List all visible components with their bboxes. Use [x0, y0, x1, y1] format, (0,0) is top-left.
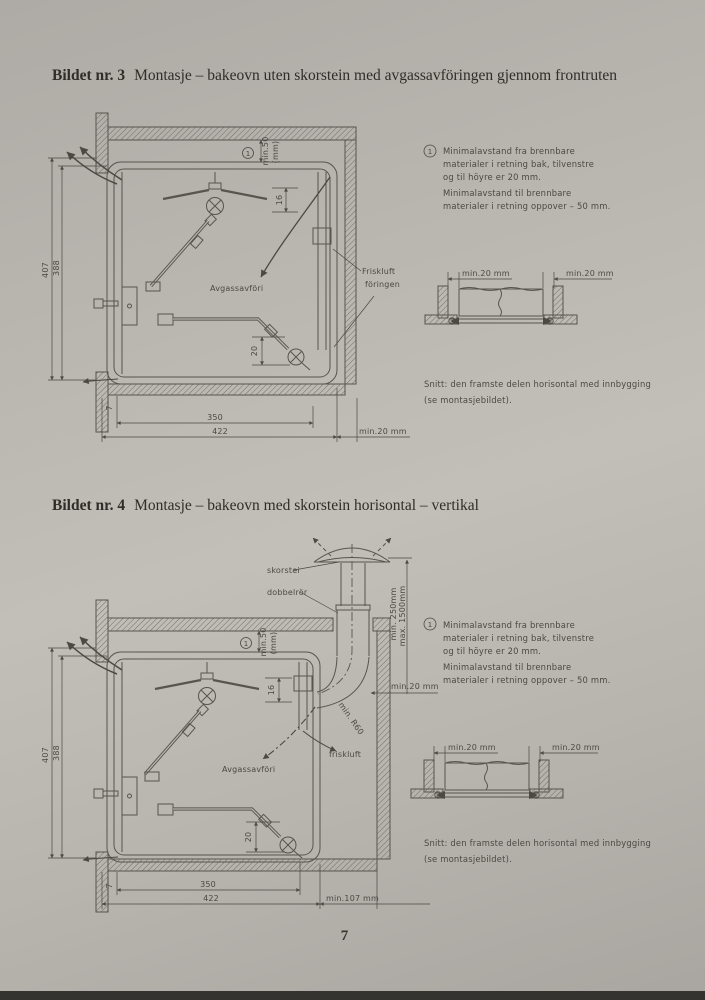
fig4-flue-centerline: [317, 544, 353, 695]
fig3-dim-marker: 1: [242, 147, 254, 159]
scan-edge-shadow: [0, 991, 705, 1000]
fig4-dim-min50: min.50: [259, 627, 268, 656]
fig4-dim-min250: min. 250mm: [389, 587, 398, 640]
figure3-title: Bildet nr. 3 Montasje – bakeovn uten skor…: [52, 67, 617, 85]
fig3-cables: [66, 146, 123, 384]
fig4-note-line2: materialer i retning bak, tilvenstre: [443, 633, 594, 643]
fig4-valve-icon: [198, 687, 216, 705]
page-number: 7: [340, 928, 349, 944]
fig4-section-caption-2: (se montasjebildet).: [424, 854, 512, 864]
fig3-dim-407: 407: [41, 262, 50, 278]
fig3-dim-422: 422: [212, 427, 228, 436]
fig3-dim-16: 16: [275, 195, 284, 206]
fig4-note-line5: materialer i retning oppover – 50 mm.: [443, 675, 610, 685]
fig4-label-friskluft: friskluft: [329, 750, 361, 759]
fig4-cross-section: min.20 mm min.20 mm Snitt: den framste d…: [410, 743, 651, 864]
fig4-screw-icon: [529, 791, 538, 799]
fig3-dim-388: 388: [52, 260, 61, 276]
fig3-dimension-labels: 407 388 min.50 (mm) 16 20 7 350 422 min.…: [41, 136, 407, 436]
fig4-cables: [66, 636, 123, 862]
fig3-burner-assembly: [93, 172, 332, 371]
fig4-label-dobbelror: dobbelrör: [267, 588, 308, 597]
fig3-section-min20-left: min.20 mm: [462, 269, 510, 278]
figure4-title-label: Bildet nr. 4: [52, 497, 126, 514]
fig4-dim-min107: min.107 mm: [326, 894, 379, 903]
fig3-cross-section: min.20 mm min.20 mm Snitt: den framste d…: [424, 269, 651, 405]
fig4-dim-7: 7: [105, 883, 114, 888]
fig3-oven-outline: [106, 161, 338, 385]
figure4-drawing: 407 388 min.50 (mm) 16 20 7 350 422 min.…: [41, 537, 651, 913]
figure3-drawing: 407 388 min.50 (mm) 16 20 7 350 422 min.…: [41, 112, 651, 442]
fig3-label-friskluft-1: Friskluft: [362, 267, 395, 276]
fig4-section-min20-left: min.20 mm: [448, 743, 496, 752]
figure3-title-text: Montasje – bakeovn uten skorstein med av…: [134, 67, 618, 84]
fig3-component-labels: Avgassavföri Friskluft föringen: [210, 267, 400, 293]
fig4-dim-16: 16: [267, 685, 276, 696]
fig3-note-line3: og til höyre er 20 mm.: [443, 172, 541, 182]
fig4-section-caption-1: Snitt: den framste delen horisontal med …: [424, 838, 651, 848]
fig3-note: 1 Minimalavstand fra brennbare materiale…: [423, 144, 610, 211]
fig3-note-line5: materialer i retning oppover – 50 mm.: [443, 201, 610, 211]
fig4-leader-lines: [262, 561, 340, 760]
fig3-label-friskluft-2: föringen: [365, 280, 400, 289]
fig4-screw-icon: [436, 791, 445, 799]
fig4-dim-407: 407: [41, 747, 50, 763]
fig4-note-line4: Minimalavstand til brennbare: [443, 662, 571, 672]
fig4-dim-350: 350: [200, 880, 216, 889]
fig4-component-labels: skorstei dobbelrör friskluft Avgassavför…: [222, 566, 361, 774]
fig4-note-line3: og til höyre er 20 mm.: [443, 646, 541, 656]
fig3-dim-350: 350: [207, 413, 223, 422]
fig4-oven-outline: [106, 651, 321, 863]
fig3-leader-lines: [260, 176, 375, 348]
fig3-screw-icon: [543, 317, 552, 325]
fig3-valve-icon: [206, 197, 224, 215]
fig3-note-line2: materialer i retning bak, tilvenstre: [443, 159, 594, 169]
fig3-note-marker: 1: [428, 148, 432, 156]
fig3-dim-min20: min.20 mm: [359, 427, 407, 436]
fig3-label-avgass: Avgassavföri: [210, 284, 263, 293]
fig3-dim-20: 20: [250, 346, 259, 357]
figure4-title-text: Montasje – bakeovn med skorstein horison…: [134, 497, 479, 514]
fig4-dim-min-r60: min. R60: [337, 701, 366, 737]
fig3-note-line1: Minimalavstand fra brennbare: [443, 146, 575, 156]
fig4-dimension-lines: [48, 557, 438, 909]
figure3-title-label: Bildet nr. 3: [52, 67, 126, 84]
fig3-dim-marker-number: 1: [246, 150, 250, 158]
fig4-dim-max1500: max. 1500mm: [398, 586, 407, 647]
fig4-dim-mm-unit: (mm): [269, 632, 278, 655]
fig3-note-line4: Minimalavstand til brennbare: [443, 188, 571, 198]
fig4-elbow-outer: [316, 656, 370, 709]
fig4-section-min20-right: min.20 mm: [552, 743, 600, 752]
fig3-outlet-valve-icon: [287, 348, 305, 366]
fig4-dim-marker-number: 1: [244, 640, 248, 648]
fig3-section-caption-1: Snitt: den framste delen horisontal med …: [424, 379, 651, 389]
fig3-dimension-lines: [48, 139, 410, 442]
fig4-label-avgass: Avgassavföri: [222, 765, 275, 774]
fig4-dim-388: 388: [52, 745, 61, 761]
fig3-screw-icon: [450, 317, 459, 325]
fig4-dim-min20-top: min.20 mm: [391, 682, 439, 691]
fig4-note-line1: Minimalavstand fra brennbare: [443, 620, 575, 630]
fig4-note: 1 Minimalavstand fra brennbare materiale…: [423, 617, 610, 685]
fig3-dim-7: 7: [105, 405, 114, 410]
fig4-note-marker: 1: [428, 621, 432, 629]
fig3-dim-min50: min.50: [261, 136, 270, 165]
fig4-label-skorstein: skorstei: [267, 566, 300, 575]
fig3-dim-mm-unit: (mm): [271, 141, 280, 164]
fig4-dim-422: 422: [203, 894, 219, 903]
fig4-burner-assembly: [93, 662, 313, 859]
fig3-section-min20-right: min.20 mm: [566, 269, 614, 278]
fig4-outlet-valve-icon: [279, 836, 297, 854]
fig4-dim-marker: 1: [240, 637, 252, 649]
figure4-title: Bildet nr. 4 Montasje – bakeovn med skors…: [52, 497, 479, 515]
fig4-dim-20: 20: [244, 832, 253, 843]
fig3-section-caption-2: (se montasjebildet).: [424, 395, 512, 405]
